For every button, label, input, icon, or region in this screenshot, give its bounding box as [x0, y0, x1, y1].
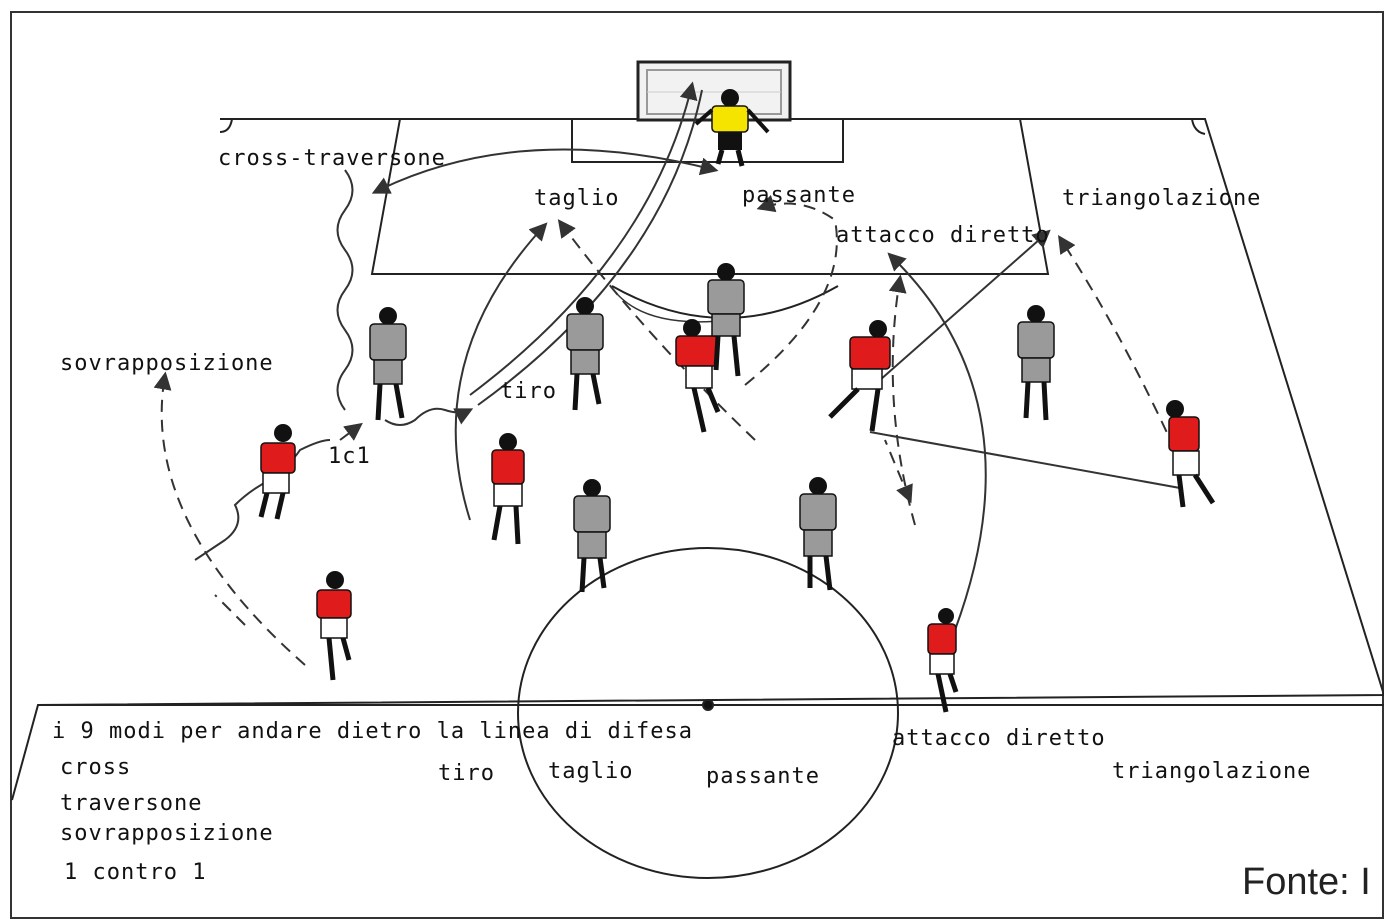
defender-player — [573, 479, 611, 593]
goalkeeper — [694, 89, 770, 167]
triangolazione-pass-1 — [869, 431, 1181, 489]
legend-title: i 9 modi per andare dietro la linea di d… — [52, 719, 693, 744]
triangolazione-dash — [1058, 234, 1176, 451]
dribble-line-1c1 — [194, 439, 331, 561]
attacker-player — [1166, 400, 1216, 508]
legend-passante: passante — [706, 764, 820, 789]
centre-spot — [702, 699, 714, 711]
triangolazione-pass-2 — [879, 229, 1051, 381]
corner-arc-left — [219, 118, 233, 133]
defender-player — [369, 307, 407, 421]
attackers — [258, 319, 1216, 713]
defender-player — [566, 297, 604, 411]
penalty-area — [370, 118, 1050, 275]
attacker-player — [316, 571, 352, 681]
label-attacco-diretto: attacco diretto — [836, 223, 1050, 248]
taglio-dash — [557, 219, 756, 441]
attacco-dash — [888, 274, 916, 526]
dashed-lines — [153, 194, 1176, 666]
label-taglio: taglio — [534, 186, 619, 211]
label-sovrapposizione: sovrapposizione — [60, 351, 274, 376]
image-border — [10, 11, 1384, 919]
pitch-labels: cross-traversone taglio passante attacco… — [60, 146, 1261, 469]
legend-taglio: taglio — [548, 759, 633, 784]
label-tiro: tiro — [500, 379, 557, 404]
source-credit: Fonte: I — [1242, 861, 1371, 903]
taglio-run — [454, 222, 548, 521]
attacker-player — [258, 424, 296, 520]
defender-player — [799, 477, 837, 591]
label-1c1: 1c1 — [328, 444, 371, 469]
defenders — [369, 263, 1055, 593]
sovrapposizione-dash-low — [214, 594, 246, 626]
defender-player — [1017, 305, 1055, 421]
cross-arrow — [371, 148, 719, 194]
legend-1-contro-1: 1 contro 1 — [64, 860, 206, 885]
centre-circle — [517, 547, 899, 879]
movement-lines — [194, 81, 1181, 631]
pitch-outline — [11, 118, 1384, 801]
defender-player — [707, 263, 745, 377]
attacker-player — [828, 320, 891, 432]
legend-tiro: tiro — [438, 761, 495, 786]
label-triangolazione: triangolazione — [1062, 186, 1261, 211]
goal-area — [571, 119, 844, 163]
legend: i 9 modi per andare dietro la linea di d… — [52, 719, 1311, 885]
passante-dash — [744, 194, 838, 386]
attacker-player — [675, 319, 721, 433]
attacker-player — [927, 608, 959, 713]
1c1-dash — [339, 422, 363, 441]
dribble-line-left — [336, 169, 354, 411]
shot-line-1 — [469, 81, 698, 396]
dribble-line-tiro — [384, 407, 474, 426]
legend-sovrapposizione: sovrapposizione — [60, 821, 274, 846]
shot-line-2 — [477, 89, 703, 406]
legend-triangolazione: triangolazione — [1112, 759, 1311, 784]
label-cross-traversone: cross-traversone — [218, 146, 446, 171]
label-passante: passante — [742, 183, 856, 208]
legend-traversone: traversone — [60, 791, 202, 816]
legend-cross: cross — [60, 755, 131, 780]
corner-arc-right — [1191, 118, 1206, 135]
attacco-diretto-run — [887, 252, 987, 631]
legend-attacco-diretto: attacco diretto — [892, 726, 1106, 751]
sovrapposizione-run — [153, 371, 306, 666]
attacco-dash-2 — [884, 439, 913, 504]
attacker-player — [491, 433, 525, 545]
